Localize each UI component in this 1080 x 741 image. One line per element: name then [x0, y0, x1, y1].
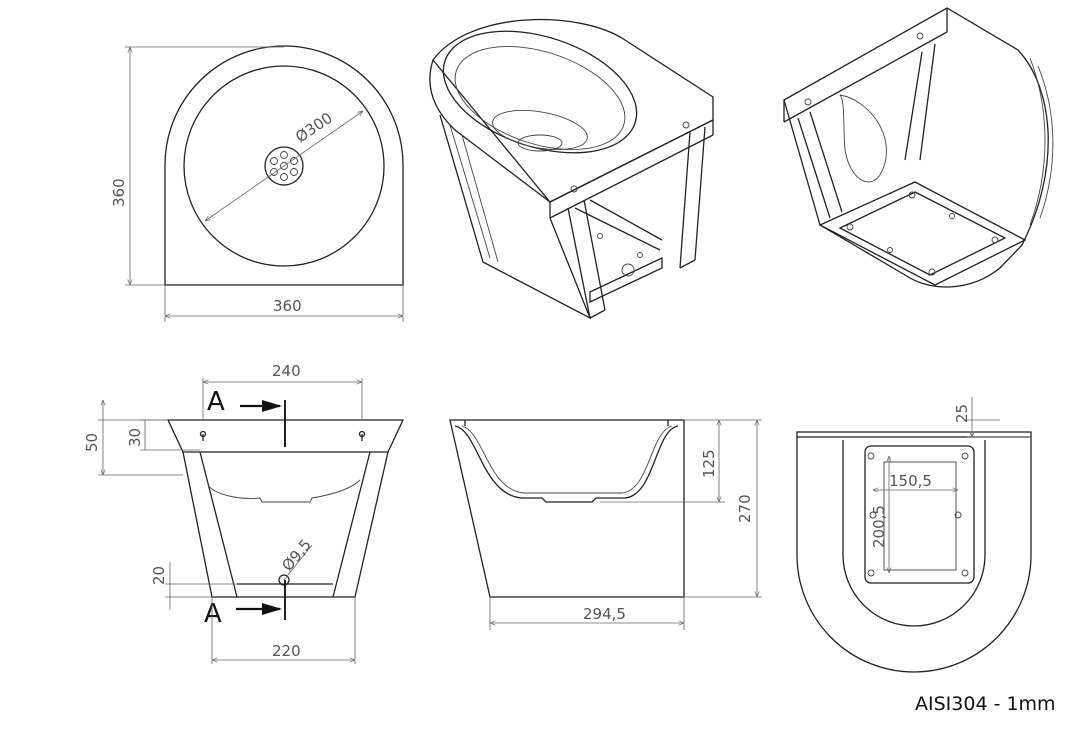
plate-width-label: 150,5: [889, 472, 932, 490]
base-length-label: 294,5: [583, 605, 626, 623]
bottom-view: 25 150,5 200,5: [796, 397, 1032, 673]
top-view: Ø300 360 360: [110, 45, 404, 322]
front-rim-height-label: 50: [83, 433, 101, 452]
total-height-label: 270: [736, 494, 754, 523]
bowl-depth-label: 125: [700, 449, 718, 478]
front-bottom-width-label: 220: [272, 642, 301, 660]
front-view: A A 240 50 30 20 Ø9,5 220: [83, 362, 405, 664]
top-width-label: 360: [273, 297, 302, 315]
front-base-height-label: 20: [150, 566, 168, 585]
plate-height-label: 200,5: [870, 505, 888, 548]
top-height-label: 360: [110, 178, 128, 207]
front-top-width-label: 240: [272, 362, 301, 380]
hole-diameter-label: Ø9,5: [278, 536, 315, 575]
keyhole-icon: [199, 430, 207, 441]
material-note: AISI304 - 1mm: [915, 693, 1056, 715]
section-marker-bottom: A: [204, 599, 222, 629]
isometric-view: [429, 18, 714, 320]
bottom-isometric-view: [783, 7, 1054, 288]
section-marker-top: A: [207, 387, 225, 417]
section-view: 125 270 294,5: [449, 419, 762, 630]
edge-offset-label: 25: [953, 404, 971, 423]
front-keyhole-height-label: 30: [126, 428, 144, 447]
bowl-diameter-label: Ø300: [292, 109, 336, 147]
keyhole-icon: [358, 430, 366, 441]
